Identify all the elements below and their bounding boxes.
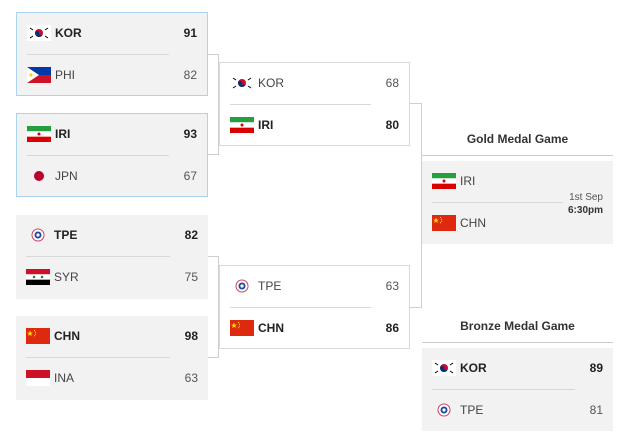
bracket-connector bbox=[421, 103, 422, 308]
bracket-connector bbox=[410, 307, 422, 308]
divider bbox=[230, 104, 371, 105]
semifinal-match-2[interactable]: TPE 63 CHN 86 bbox=[219, 265, 410, 349]
game-schedule: 1st Sep 6:30pm bbox=[568, 191, 603, 217]
team-row[interactable]: PHI 82 bbox=[17, 55, 207, 96]
bronze-medal-match[interactable]: KOR 89 TPE 81 bbox=[422, 348, 613, 431]
team-score: 80 bbox=[385, 118, 399, 132]
game-date: 1st Sep bbox=[569, 192, 603, 203]
team-row[interactable]: INA 63 bbox=[16, 358, 208, 399]
team-code: INA bbox=[54, 371, 75, 385]
quarterfinal-match-4[interactable]: CHN 98 INA 63 bbox=[16, 316, 208, 400]
iri-flag-icon bbox=[27, 126, 51, 142]
team-score: 63 bbox=[385, 279, 399, 293]
chn-flag-icon bbox=[432, 215, 456, 231]
divider bbox=[230, 307, 371, 308]
tpe-flag-icon bbox=[432, 402, 456, 418]
bracket-connector bbox=[208, 357, 219, 358]
kor-flag-icon bbox=[230, 75, 254, 91]
team-row[interactable]: KOR 89 bbox=[422, 348, 613, 389]
bracket-connector bbox=[218, 54, 219, 155]
team-code: JPN bbox=[55, 169, 78, 183]
iri-flag-icon bbox=[230, 117, 254, 133]
jpn-flag-icon bbox=[27, 168, 51, 184]
team-code: CHN bbox=[258, 321, 284, 335]
quarterfinal-match-1[interactable]: KOR 91 PHI 82 bbox=[16, 12, 208, 96]
divider bbox=[26, 357, 170, 358]
game-time: 6:30pm bbox=[567, 205, 603, 216]
team-score: 82 bbox=[184, 228, 198, 242]
team-code: IRI bbox=[460, 174, 476, 188]
semifinal-match-1[interactable]: KOR 68 IRI 80 bbox=[219, 62, 410, 146]
team-code: KOR bbox=[55, 26, 82, 40]
team-row[interactable]: CHN bbox=[422, 203, 613, 244]
team-score: 89 bbox=[589, 361, 603, 375]
team-code: CHN bbox=[460, 216, 486, 230]
team-row[interactable]: IRI 93 bbox=[17, 114, 207, 155]
team-code: CHN bbox=[54, 329, 80, 343]
team-code: IRI bbox=[258, 118, 274, 132]
bracket-connector bbox=[218, 256, 219, 358]
team-score: 91 bbox=[183, 26, 197, 40]
divider bbox=[26, 256, 170, 257]
team-row[interactable]: KOR 91 bbox=[17, 13, 207, 54]
team-code: TPE bbox=[460, 403, 484, 417]
tpe-flag-icon bbox=[26, 227, 50, 243]
title-divider bbox=[422, 342, 613, 343]
iri-flag-icon bbox=[432, 173, 456, 189]
team-code: SYR bbox=[54, 270, 79, 284]
team-row[interactable]: TPE 63 bbox=[220, 266, 409, 307]
team-code: KOR bbox=[460, 361, 487, 375]
team-score: 86 bbox=[385, 321, 399, 335]
bracket-connector bbox=[208, 54, 219, 55]
team-row[interactable]: JPN 67 bbox=[17, 156, 207, 197]
team-score: 82 bbox=[183, 68, 197, 82]
divider bbox=[432, 202, 563, 203]
team-code: IRI bbox=[55, 127, 71, 141]
team-code: TPE bbox=[258, 279, 282, 293]
bracket-connector bbox=[208, 154, 219, 155]
gold-medal-match[interactable]: IRI CHN 1st Sep 6:30pm bbox=[422, 161, 613, 244]
quarterfinal-match-2[interactable]: IRI 93 JPN 67 bbox=[16, 113, 208, 197]
bronze-medal-title: Bronze Medal Game bbox=[460, 319, 575, 333]
divider bbox=[27, 155, 169, 156]
gold-medal-title: Gold Medal Game bbox=[466, 132, 569, 146]
team-score: 67 bbox=[183, 169, 197, 183]
team-score: 75 bbox=[184, 270, 198, 284]
team-row[interactable]: TPE 82 bbox=[16, 215, 208, 256]
team-row[interactable]: CHN 86 bbox=[220, 308, 409, 349]
bracket-connector bbox=[208, 256, 219, 257]
title-divider bbox=[422, 155, 613, 156]
syr-flag-icon bbox=[26, 269, 50, 285]
team-score: 68 bbox=[385, 76, 399, 90]
team-code: PHI bbox=[55, 68, 76, 82]
team-row[interactable]: IRI 80 bbox=[220, 105, 409, 146]
team-score: 93 bbox=[183, 127, 197, 141]
kor-flag-icon bbox=[27, 25, 51, 41]
bracket-connector bbox=[410, 103, 422, 104]
team-row[interactable]: IRI bbox=[422, 161, 613, 202]
divider bbox=[27, 54, 169, 55]
chn-flag-icon bbox=[26, 328, 50, 344]
team-row[interactable]: CHN 98 bbox=[16, 316, 208, 357]
quarterfinal-match-3[interactable]: TPE 82 SYR 75 bbox=[16, 215, 208, 299]
team-row[interactable]: KOR 68 bbox=[220, 63, 409, 104]
team-code: TPE bbox=[54, 228, 78, 242]
team-score: 98 bbox=[184, 329, 198, 343]
divider bbox=[432, 389, 575, 390]
ina-flag-icon bbox=[26, 370, 50, 386]
team-code: KOR bbox=[258, 76, 285, 90]
kor-flag-icon bbox=[432, 360, 456, 376]
team-row[interactable]: TPE 81 bbox=[422, 390, 613, 431]
team-score: 81 bbox=[589, 403, 603, 417]
tpe-flag-icon bbox=[230, 278, 254, 294]
chn-flag-icon bbox=[230, 320, 254, 336]
phi-flag-icon bbox=[27, 67, 51, 83]
team-row[interactable]: SYR 75 bbox=[16, 257, 208, 298]
team-score: 63 bbox=[184, 371, 198, 385]
